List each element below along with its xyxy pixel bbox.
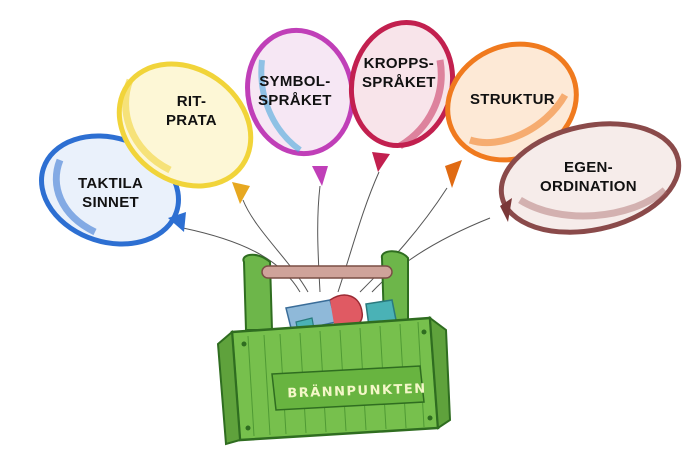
balloon-rit (116, 61, 254, 204)
string-taktila (182, 227, 301, 293)
balloon-egen (498, 121, 682, 235)
string-struktur (359, 187, 448, 293)
balloon-label-line1: RIT- (176, 93, 207, 110)
balloon-label-line2: SINNET (82, 194, 139, 211)
balloon-label-line2: SPRÅKET (362, 74, 436, 91)
balloon-label-line1: STRUKTUR (470, 91, 555, 108)
toolbox-handle (261, 265, 393, 279)
balloon-label-line2: PRATA (166, 112, 217, 129)
balloon-label-struktur: STRUKTUR (470, 90, 555, 109)
balloon-label-taktila: TAKTILA SINNET (78, 174, 143, 212)
balloon-label-line1: KROPPS- (363, 55, 435, 72)
balloon-label-line1: SYMBOL- (259, 73, 331, 90)
balloon-kropp (348, 19, 456, 172)
balloon-label-kropp: KROPPS- SPRÅKET (362, 54, 436, 92)
balloon-label-egen: EGEN- ORDINATION (540, 158, 637, 196)
balloon-label-line2: SPRÅKET (258, 92, 332, 109)
string-symbol (317, 185, 321, 293)
balloon-symbol (245, 27, 355, 186)
string-rit (242, 199, 309, 293)
balloon-label-rit: RIT- PRATA (166, 92, 217, 130)
balloon-label-line1: TAKTILA (78, 175, 144, 192)
toolbox (216, 250, 452, 446)
balloon-label-symbol: SYMBOL- SPRÅKET (258, 72, 332, 110)
balloon-label-line1: EGEN- (563, 159, 613, 176)
balloon-label-line2: ORDINATION (540, 178, 637, 195)
